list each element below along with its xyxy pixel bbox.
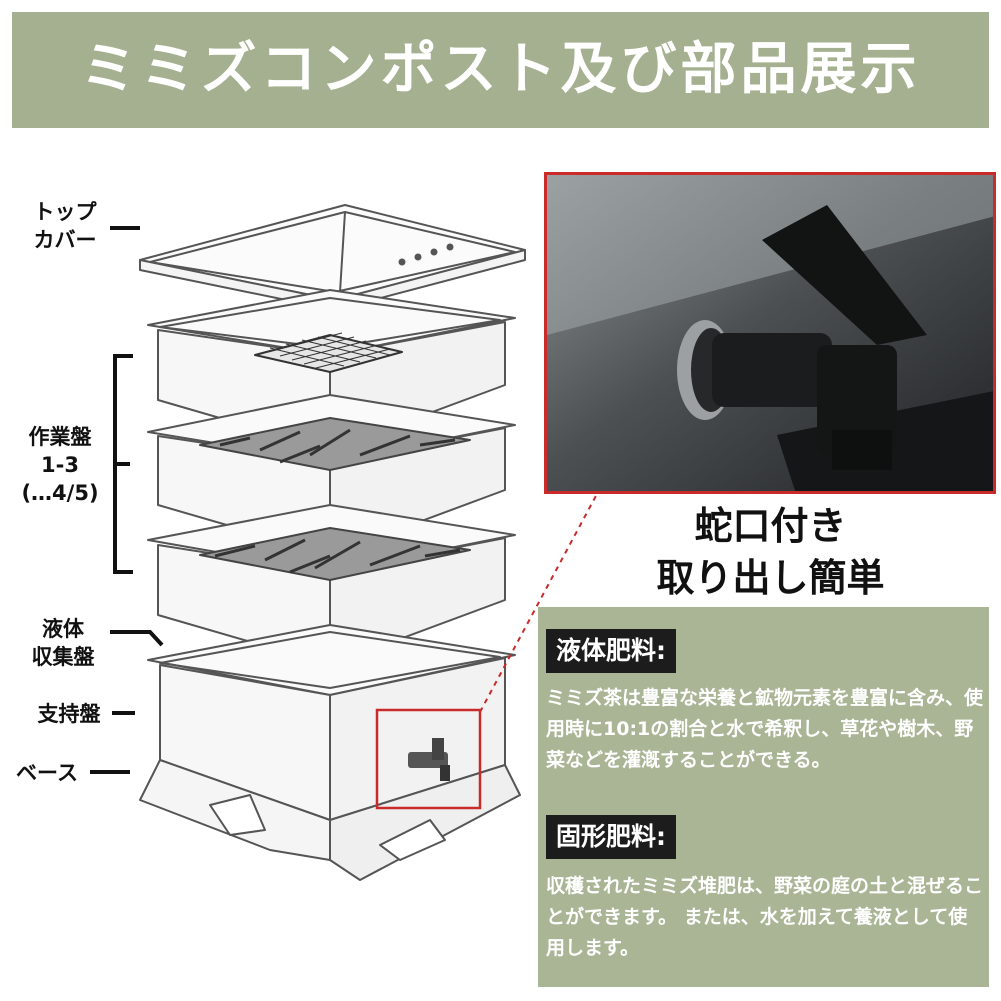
label-work-tray: 作業盤 1-3 (…4/5) — [21, 425, 99, 505]
spigot-small-icon — [408, 738, 450, 781]
title-banner: ミミズコンポスト及び部品展示 — [12, 12, 989, 128]
page-title: ミミズコンポスト及び部品展示 — [80, 37, 921, 102]
spigot-caption: 蛇口付き 取り出し簡単 — [656, 504, 885, 600]
liquid-fertilizer-text: ミミズ茶は豊富な栄養と鉱物元素を豊富に含み、使用時に10:1の割合と水で希釈し、… — [546, 687, 984, 771]
spigot-photo — [544, 172, 996, 494]
base-unit — [139, 624, 521, 881]
spigot-highlight-box — [375, 708, 482, 810]
label-liquid-tray: 液体 収集盤 — [31, 617, 95, 669]
solid-fertilizer-text: 収穫されたミミズ堆肥は、野菜の庭の土と混ぜることができます。 または、水を加えて… — [546, 875, 984, 959]
fertilizer-info-panel: 液体肥料: ミミズ茶は豊富な栄養と鉱物元素を豊富に含み、使用時に10:1の割合と… — [538, 607, 989, 987]
spigot-icon — [547, 175, 993, 491]
liquid-fertilizer-heading: 液体肥料: — [546, 629, 676, 673]
label-top-cover: トップ カバー — [33, 200, 97, 252]
label-support-tray: 支持盤 — [37, 702, 101, 726]
spigot-connector-line — [479, 491, 599, 713]
label-base: ベース — [16, 761, 78, 785]
solid-fertilizer-heading: 固形肥料: — [546, 815, 676, 859]
